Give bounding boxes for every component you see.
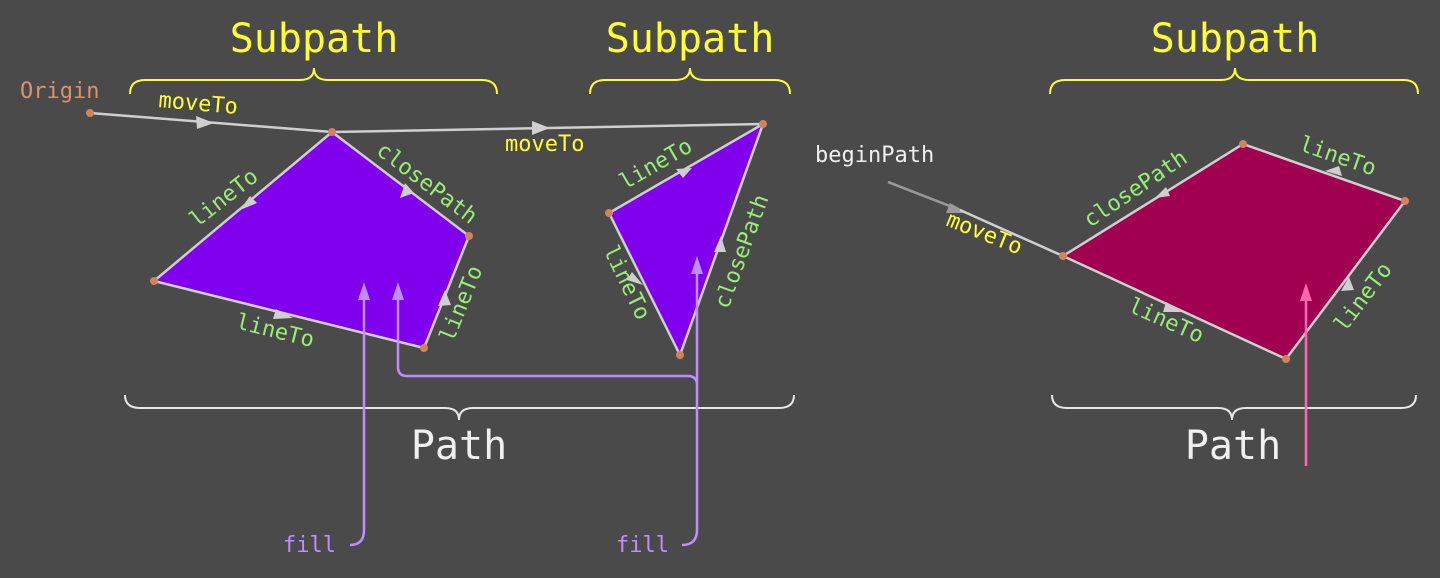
vertex-point [759,120,767,128]
arrow-icon [392,282,404,300]
arrow-icon [532,121,550,135]
arrow-icon [627,272,643,285]
path-title-2: Path [1185,423,1281,469]
path-brace-1 [124,394,795,421]
arrow-icon [714,236,726,252]
move-to-line-3 [959,208,1064,258]
arrow-icon [676,168,692,178]
vertex-point [1239,140,1247,148]
vertex-point [676,351,684,359]
arrow-icon [1300,283,1312,301]
vertex-point [1401,197,1409,205]
vertex-point [605,209,613,217]
arrow-icon [438,290,451,306]
path-brace-2 [1051,394,1417,421]
arrow-icon [1163,302,1183,312]
subpath-title-3: Subpath [1151,16,1320,62]
subpath-brace-2 [589,67,791,95]
arrow-icon [691,256,703,274]
vertex-point [328,128,336,136]
fill-arrow-line-2 [396,270,699,547]
move-to-label-2: moveTo [505,132,584,157]
vertex-point [150,277,158,285]
arrow-icon [196,116,214,129]
subpath-title-2: Subpath [606,16,775,62]
subpath-brace-1 [129,67,498,95]
arrow-icon [240,196,257,210]
arrow-icon [358,282,370,300]
arrow-icon [1155,187,1170,198]
vertex-point [465,232,473,240]
arrow-icon [1341,277,1354,291]
subpath-brace-3 [1049,67,1419,95]
begin-path-line [887,180,961,212]
vertex-point [1282,355,1290,363]
arrow-icon [273,309,293,319]
fill-label-2: fill [616,533,669,558]
arrow-icon [400,183,414,198]
begin-path-label: beginPath [815,143,934,168]
vertex-point [1059,252,1067,260]
origin-point [86,109,94,117]
origin-label: Origin [20,79,99,104]
vertex-point [420,344,428,352]
arrow-icon [1325,166,1342,176]
fill-label-1: fill [283,533,336,558]
subpath-title-1: Subpath [230,16,399,62]
move-to-label-1: moveTo [157,88,238,120]
fill-arrow-line-1 [349,295,366,547]
path-title-1: Path [411,423,507,469]
move-to-label-3: moveTo [943,207,1026,260]
